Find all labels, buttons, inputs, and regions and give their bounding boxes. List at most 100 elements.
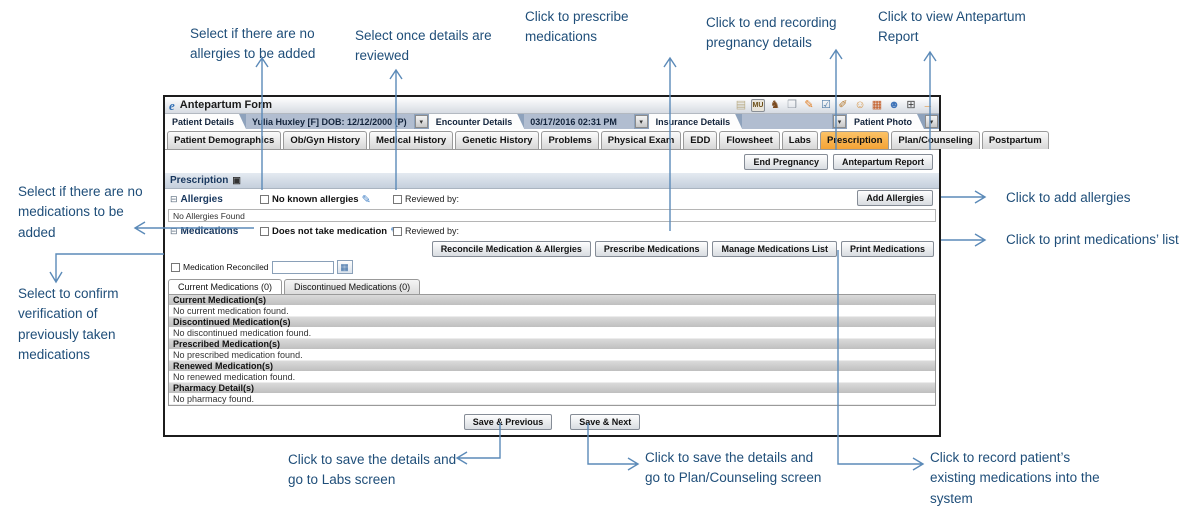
prescribed-medications-empty: No prescribed medication found. <box>169 350 935 361</box>
patient-photo-tab[interactable]: Patient Photo <box>847 114 924 129</box>
patient-photo-dropdown[interactable]: ▾ <box>925 115 938 128</box>
edit-note-icon[interactable]: ✐ <box>838 98 848 111</box>
patient-details-dropdown[interactable]: ▾ <box>414 115 428 128</box>
arrow-line-print-medications <box>941 233 987 247</box>
patient-details-tab[interactable]: Patient Details <box>165 114 246 129</box>
patient-details-value: Yulia Huxley [F] DOB: 12/12/2000 (P) <box>246 114 414 129</box>
collapse-allergies-icon[interactable]: ⊟ <box>170 193 178 204</box>
renewed-medications-empty: No renewed medication found. <box>169 372 935 383</box>
tab-physical-exam[interactable]: Physical Exam <box>600 131 682 149</box>
tab-obgyn-history[interactable]: Ob/Gyn History <box>283 131 367 149</box>
exit-icon[interactable]: → <box>922 98 934 111</box>
end-pregnancy-button[interactable]: End Pregnancy <box>744 153 828 170</box>
medication-list-panel: Current Medication(s) No current medicat… <box>168 294 936 406</box>
user-icon[interactable]: ☻ <box>888 98 900 111</box>
callout-click-add-allergies: Click to add allergies <box>1006 190 1131 205</box>
calendar-icon[interactable]: ▦ <box>871 98 883 111</box>
date-picker-calendar-icon[interactable]: ▦ <box>336 260 353 274</box>
edit-allergies-icon[interactable]: ✎ <box>361 193 371 206</box>
pencil-icon[interactable]: ✎ <box>804 98 814 111</box>
tab-labs[interactable]: Labs <box>781 131 818 149</box>
medications-reviewed-label: Reviewed by: <box>405 226 460 236</box>
save-next-button[interactable]: Save & Next <box>570 414 641 430</box>
tab-edd[interactable]: EDD <box>683 131 718 149</box>
antepartum-report-button[interactable]: Antepartum Report <box>832 153 933 170</box>
callout-click-print-medications: Click to print medications’ list <box>1006 232 1179 247</box>
encounter-details-dropdown[interactable]: ▾ <box>634 115 648 128</box>
insurance-details-tab[interactable]: Insurance Details <box>649 114 743 129</box>
encounter-details-value: 03/17/2016 02:31 PM <box>524 114 634 129</box>
contacts-icon[interactable]: ☺ <box>854 98 866 111</box>
footer-button-row: Save & Previous Save & Next <box>165 406 939 430</box>
insurance-details-value <box>742 114 832 129</box>
window-titlebar: e Antepartum Form ▤ MU ♞ ❒ ✎ ☑ ✐ ☺ ▦ ☻ ⊞… <box>165 97 939 114</box>
tab-plan-counseling[interactable]: Plan/Counseling <box>891 131 980 149</box>
pharmacy-details-header: Pharmacy Detail(s) <box>169 383 935 394</box>
callout-select-confirm-verification: Select to confirm verification of previo… <box>18 286 119 362</box>
reconcile-medication-allergies-button[interactable]: Reconcile Medication & Allergies <box>431 241 591 257</box>
current-medications-header: Current Medication(s) <box>169 295 935 306</box>
callout-click-save-plan: Click to save the details and go to Plan… <box>645 450 822 486</box>
medications-label: Medications <box>180 225 239 237</box>
does-not-take-medication-checkbox[interactable] <box>260 226 269 236</box>
allergies-row: ⊟ Allergies No known allergies ✎ Reviewe… <box>165 189 939 209</box>
tab-genetic-history[interactable]: Genetic History <box>455 131 540 149</box>
allergies-label: Allergies <box>180 193 223 205</box>
discontinued-medications-empty: No discontinued medication found. <box>169 328 935 339</box>
antepartum-form-window: e Antepartum Form ▤ MU ♞ ❒ ✎ ☑ ✐ ☺ ▦ ☻ ⊞… <box>163 95 1049 437</box>
window-title: Antepartum Form <box>179 99 273 111</box>
prescription-section-title: Prescription <box>170 175 229 186</box>
meaningful-use-icon[interactable]: MU <box>751 98 765 112</box>
add-allergies-button[interactable]: Add Allergies <box>857 190 933 206</box>
tab-discontinued-medications[interactable]: Discontinued Medications (0) <box>284 279 421 294</box>
arrow-line-confirm-verification <box>49 253 164 284</box>
insurance-details-dropdown[interactable]: ▾ <box>833 115 846 128</box>
tab-prescription[interactable]: Prescription <box>819 131 890 149</box>
copy-icon[interactable]: ❒ <box>787 98 797 111</box>
callout-click-record-medications: Click to record patient’s existing medic… <box>930 450 1100 506</box>
tab-current-medications[interactable]: Current Medications (0) <box>168 279 283 294</box>
medications-row: ⊟ Medications Does not take medication ✎… <box>165 222 939 240</box>
medications-reviewed-checkbox[interactable] <box>393 226 402 236</box>
prescribe-medications-button[interactable]: Prescribe Medications <box>594 241 709 257</box>
callout-click-view-report: Click to view Antepartum Report <box>878 9 1026 45</box>
save-previous-button[interactable]: Save & Previous <box>463 414 553 430</box>
no-known-allergies-checkbox[interactable] <box>260 194 269 204</box>
manage-medications-list-button[interactable]: Manage Medications List <box>712 241 837 257</box>
tab-problems[interactable]: Problems <box>541 131 599 149</box>
calculator-icon[interactable]: ⊞ <box>906 98 916 111</box>
callout-select-reviewed: Select once details are reviewed <box>355 28 492 64</box>
prescription-section-icon[interactable]: ▣ <box>232 175 241 185</box>
form-action-row: End Pregnancy Antepartum Report <box>165 150 939 173</box>
arrow-line-add-allergies <box>941 190 987 204</box>
medication-buttons-row: Reconcile Medication & Allergies Prescri… <box>165 240 939 258</box>
checklist-icon[interactable]: ☑ <box>821 98 831 111</box>
medication-list-tabs: Current Medications (0) Discontinued Med… <box>165 276 939 294</box>
toolbar-icons: ▤ MU ♞ ❒ ✎ ☑ ✐ ☺ ▦ ☻ ⊞ → <box>734 98 935 112</box>
does-not-take-medication-label: Does not take medication <box>272 225 388 237</box>
tab-postpartum[interactable]: Postpartum <box>981 131 1049 149</box>
current-medications-empty: No current medication found. <box>169 306 935 317</box>
callout-click-save-labs: Click to save the details and go to Labs… <box>288 452 457 488</box>
encounter-details-tab[interactable]: Encounter Details <box>429 114 525 129</box>
allergies-reviewed-checkbox[interactable] <box>393 194 402 204</box>
medication-reconciled-checkbox[interactable] <box>171 262 180 272</box>
note-icon[interactable]: ▤ <box>735 98 747 111</box>
discontinued-medications-header: Discontinued Medication(s) <box>169 317 935 328</box>
no-known-allergies-label: No known allergies <box>272 193 359 205</box>
medication-reconciled-date-input[interactable] <box>271 260 334 274</box>
collapse-medications-icon[interactable]: ⊟ <box>170 225 178 236</box>
medication-reconciled-label: Medication Reconciled <box>183 262 269 272</box>
prescription-section-header: Prescription ▣ <box>165 173 939 189</box>
form-tab-bar: Patient Demographics Ob/Gyn History Medi… <box>165 129 1049 150</box>
tab-flowsheet[interactable]: Flowsheet <box>719 131 780 149</box>
pet-icon[interactable]: ♞ <box>770 98 780 111</box>
callout-select-no-allergies: Select if there are no allergies to be a… <box>190 26 316 62</box>
callout-click-end-pregnancy: Click to end recording pregnancy details <box>706 15 837 51</box>
prescribed-medications-header: Prescribed Medication(s) <box>169 339 935 350</box>
tab-patient-demographics[interactable]: Patient Demographics <box>167 131 282 149</box>
app-logo-icon: e <box>169 97 175 113</box>
print-medications-button[interactable]: Print Medications <box>840 241 934 257</box>
callout-select-no-medications: Select if there are no medications to be… <box>18 184 143 240</box>
tab-medical-history[interactable]: Medical History <box>369 131 454 149</box>
